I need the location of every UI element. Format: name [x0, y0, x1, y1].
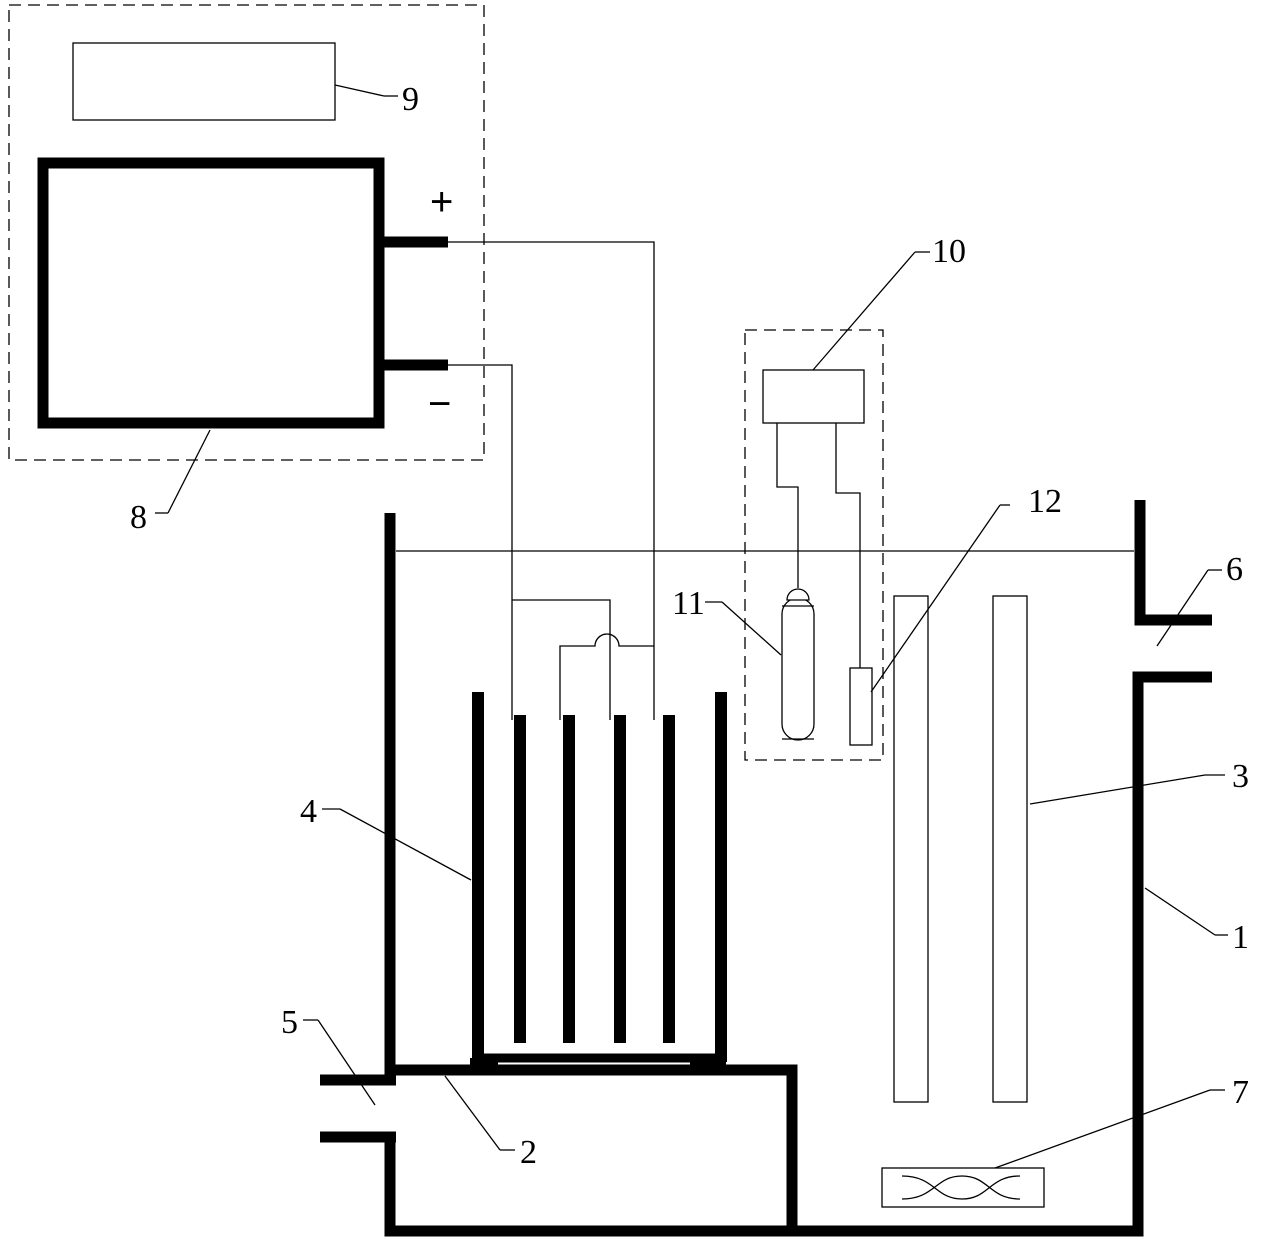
meter-box: [762, 369, 865, 424]
sensor-probe: [849, 667, 873, 746]
label-2: 2: [520, 1134, 537, 1171]
leader-line: [812, 251, 916, 371]
negative-sign: −: [428, 382, 451, 426]
aerator-box: [881, 1167, 1045, 1208]
baffle-plate: [893, 595, 929, 1103]
leader-line: [870, 504, 1001, 693]
label-7: 7: [1232, 1074, 1249, 1111]
power-supply-box: [37, 157, 385, 429]
label-4: 4: [300, 793, 317, 830]
tank-bottom: [384, 671, 1212, 1237]
leader-line: [721, 601, 782, 656]
aerator-element: [901, 1175, 1021, 1200]
meter-wire-right: [835, 423, 861, 668]
positive-sign: +: [430, 180, 453, 224]
label-12: 12: [1028, 483, 1062, 520]
leader-line: [1029, 774, 1206, 805]
negative-wire: [448, 364, 513, 720]
label-9: 9: [402, 81, 419, 118]
leader-line: [317, 1019, 376, 1106]
label-1: 1: [1232, 919, 1249, 956]
power-supply-enclosure: [8, 4, 485, 461]
meter-wire-left: [776, 423, 799, 588]
leader-line: [994, 1089, 1211, 1169]
label-8: 8: [130, 499, 147, 536]
label-11: 11: [672, 585, 705, 622]
probe-electrode: [781, 597, 815, 741]
label-3: 3: [1232, 758, 1249, 795]
leader-line: [1156, 569, 1209, 647]
positive-wire: [448, 241, 655, 720]
leader-line: [1144, 887, 1216, 936]
leader-line: [334, 84, 385, 97]
label-5: 5: [281, 1004, 298, 1041]
tank-wall-right-top: [1134, 500, 1212, 626]
anode-bridge-wire: [559, 633, 654, 720]
cell-base: [390, 1064, 798, 1231]
leader-line: [444, 1075, 501, 1151]
probe-cap: [786, 588, 810, 601]
label-6: 6: [1226, 551, 1243, 588]
cathode-bridge-wire: [512, 599, 611, 720]
baffle-plate: [992, 595, 1028, 1103]
leader-line: [339, 808, 472, 881]
leader-line: [167, 429, 211, 514]
label-10: 10: [932, 233, 966, 270]
controller-box: [72, 42, 336, 121]
meter-enclosure: [744, 329, 884, 761]
